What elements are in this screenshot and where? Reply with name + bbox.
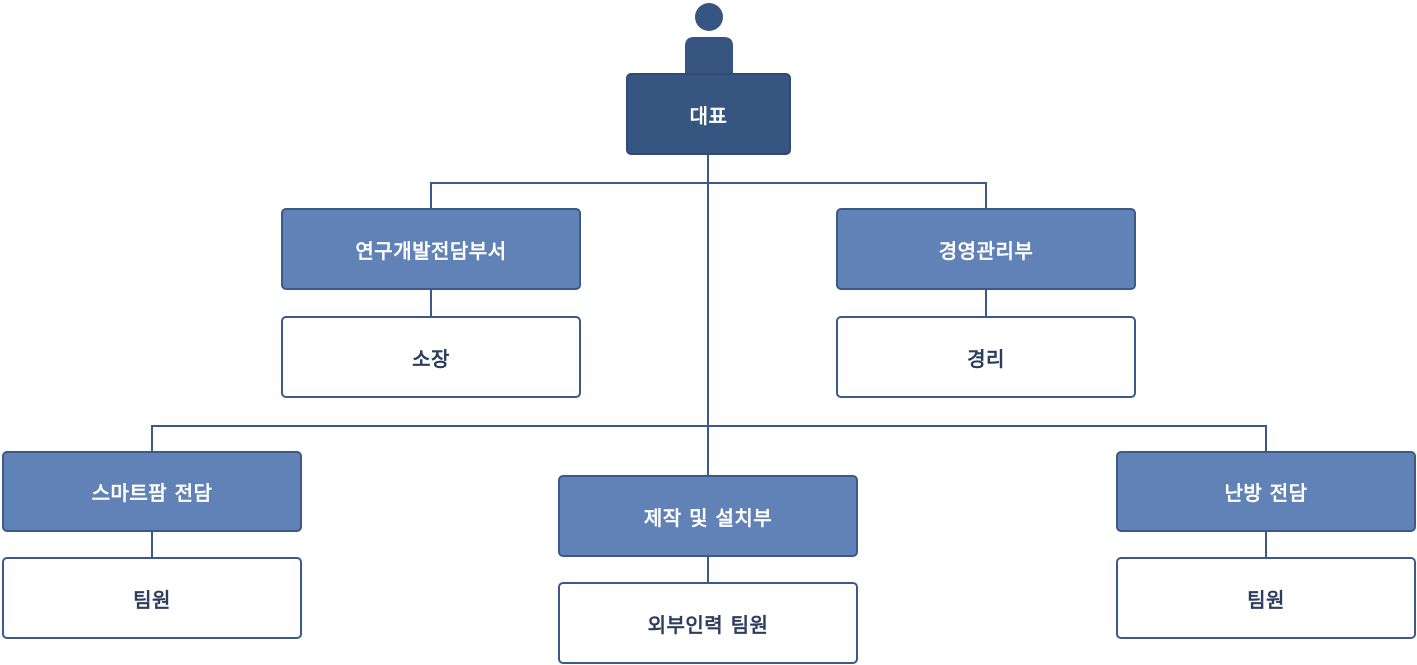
rnd-role-box: 소장 bbox=[281, 316, 581, 398]
production-dept-label: 제작 및 설치부 bbox=[643, 505, 773, 530]
production-role-label: 외부인력 팀원 bbox=[647, 612, 769, 637]
lower-branch-line bbox=[151, 425, 1267, 451]
rnd-role-label: 소장 bbox=[412, 346, 450, 371]
heating-dept-label: 난방 전담 bbox=[1224, 481, 1308, 505]
admin-dept-box: 경영관리부 bbox=[836, 208, 1136, 290]
ceo-box: 대표 bbox=[626, 73, 791, 155]
heating-role-label: 팀원 bbox=[1247, 587, 1285, 612]
smartfarm-dept-box: 스마트팜 전담 bbox=[2, 451, 302, 532]
ceo-label: 대표 bbox=[689, 103, 728, 128]
person-icon bbox=[685, 3, 733, 74]
production-role-box: 외부인력 팀원 bbox=[558, 582, 858, 664]
smartfarm-role-label: 팀원 bbox=[133, 587, 171, 612]
production-dept-box: 제작 및 설치부 bbox=[558, 475, 858, 557]
heating-role-box: 팀원 bbox=[1116, 557, 1416, 639]
upper-branch-line bbox=[430, 182, 987, 208]
heating-dept-box: 난방 전담 bbox=[1116, 451, 1416, 532]
admin-dept-label: 경영관리부 bbox=[938, 238, 1034, 263]
admin-role-box: 경리 bbox=[836, 316, 1136, 398]
admin-role-label: 경리 bbox=[967, 346, 1005, 371]
smartfarm-dept-label: 스마트팜 전담 bbox=[91, 481, 213, 505]
rnd-dept-box: 연구개발전담부서 bbox=[281, 208, 581, 290]
rnd-dept-label: 연구개발전담부서 bbox=[355, 238, 507, 263]
smartfarm-role-box: 팀원 bbox=[2, 557, 302, 639]
